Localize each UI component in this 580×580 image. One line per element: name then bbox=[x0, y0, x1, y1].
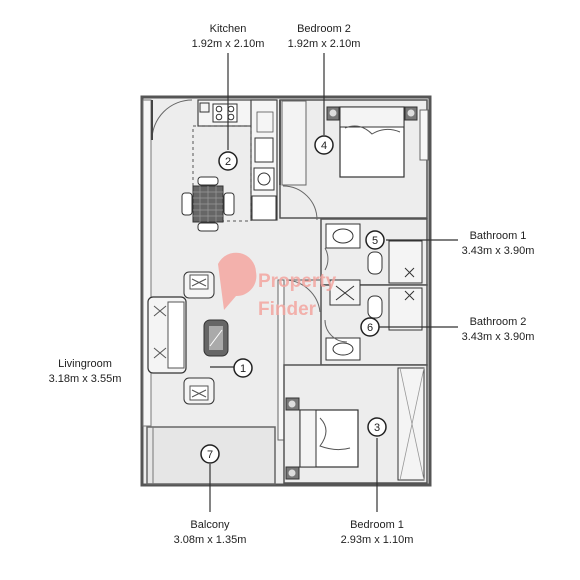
label-balcony: Balcony 3.08m x 1.35m bbox=[150, 518, 270, 548]
bed-bedroom-1 bbox=[285, 397, 359, 480]
bathroom-1-toilet bbox=[367, 251, 383, 275]
kitchen-sink bbox=[254, 137, 274, 163]
watermark-logo bbox=[218, 252, 257, 310]
bathroom-2-shower bbox=[388, 287, 423, 331]
room-marker-4-number: 4 bbox=[321, 140, 327, 152]
sofa bbox=[147, 296, 187, 374]
room-marker-7: 7 bbox=[200, 444, 220, 464]
label-bathroom-2: Bathroom 2 3.43m x 3.90m bbox=[438, 315, 558, 345]
watermark-text-2: Finder bbox=[258, 299, 317, 320]
bathroom-1-vanity bbox=[325, 223, 361, 249]
appliance bbox=[251, 195, 277, 221]
armchair-top bbox=[183, 271, 215, 299]
label-balcony-dims: 3.08m x 1.35m bbox=[173, 534, 247, 546]
left-window bbox=[142, 99, 152, 427]
room-marker-6: 6 bbox=[360, 317, 380, 337]
fridge bbox=[253, 167, 275, 191]
label-livingroom-dims: 3.18m x 3.55m bbox=[48, 373, 122, 385]
label-bedroom-1-name: Bedroom 1 bbox=[350, 519, 404, 531]
room-marker-5-number: 5 bbox=[372, 235, 378, 247]
label-bedroom-2-name: Bedroom 2 bbox=[297, 23, 351, 35]
corridor-wall bbox=[277, 279, 285, 441]
room-marker-3: 3 bbox=[367, 417, 387, 437]
coffee-table bbox=[203, 319, 229, 357]
label-bathroom-1-dims: 3.43m x 3.90m bbox=[461, 245, 535, 257]
label-bedroom-1-dims: 2.93m x 1.10m bbox=[340, 534, 414, 546]
bathroom-2-toilet bbox=[367, 295, 383, 319]
room-marker-7-number: 7 bbox=[207, 449, 213, 461]
bedroom-2-closet bbox=[281, 100, 307, 186]
stove bbox=[212, 103, 238, 123]
bathroom-2-vanity bbox=[325, 337, 361, 361]
bedroom-2-window bbox=[419, 109, 429, 161]
label-bedroom-2-dims: 1.92m x 2.10m bbox=[287, 38, 361, 50]
dining-table bbox=[181, 176, 235, 232]
room-marker-6-number: 6 bbox=[367, 322, 373, 334]
room-marker-2: 2 bbox=[218, 151, 238, 171]
room-marker-5: 5 bbox=[365, 230, 385, 250]
armchair-bottom bbox=[183, 377, 215, 405]
label-kitchen-dims: 1.92m x 2.10m bbox=[191, 38, 265, 50]
label-bathroom-2-dims: 3.43m x 3.90m bbox=[461, 331, 535, 343]
label-bathroom-1-name: Bathroom 1 bbox=[469, 230, 527, 242]
watermark-text-1: Property bbox=[258, 271, 337, 292]
bed-bedroom-2 bbox=[326, 106, 418, 178]
label-bathroom-1: Bathroom 1 3.43m x 3.90m bbox=[438, 229, 558, 259]
bedroom-2-door-swing bbox=[282, 185, 318, 221]
label-balcony-name: Balcony bbox=[190, 519, 230, 531]
room-marker-1-number: 1 bbox=[240, 363, 246, 375]
room-marker-3-number: 3 bbox=[374, 422, 380, 434]
room-marker-2-number: 2 bbox=[225, 156, 231, 168]
label-kitchen-name: Kitchen bbox=[209, 23, 247, 35]
label-bedroom-1: Bedroom 1 2.93m x 1.10m bbox=[317, 518, 437, 548]
room-marker-4: 4 bbox=[314, 135, 334, 155]
label-livingroom-name: Livingroom bbox=[58, 358, 112, 370]
label-livingroom: Livingroom 3.18m x 3.55m bbox=[30, 357, 140, 387]
room-marker-1: 1 bbox=[233, 358, 253, 378]
label-bathroom-2-name: Bathroom 2 bbox=[469, 316, 527, 328]
leader-lines bbox=[209, 53, 458, 512]
label-bedroom-2: Bedroom 2 1.92m x 2.10m bbox=[264, 22, 384, 52]
label-kitchen: Kitchen 1.92m x 2.10m bbox=[168, 22, 288, 52]
corridor-door-swing bbox=[285, 279, 321, 313]
